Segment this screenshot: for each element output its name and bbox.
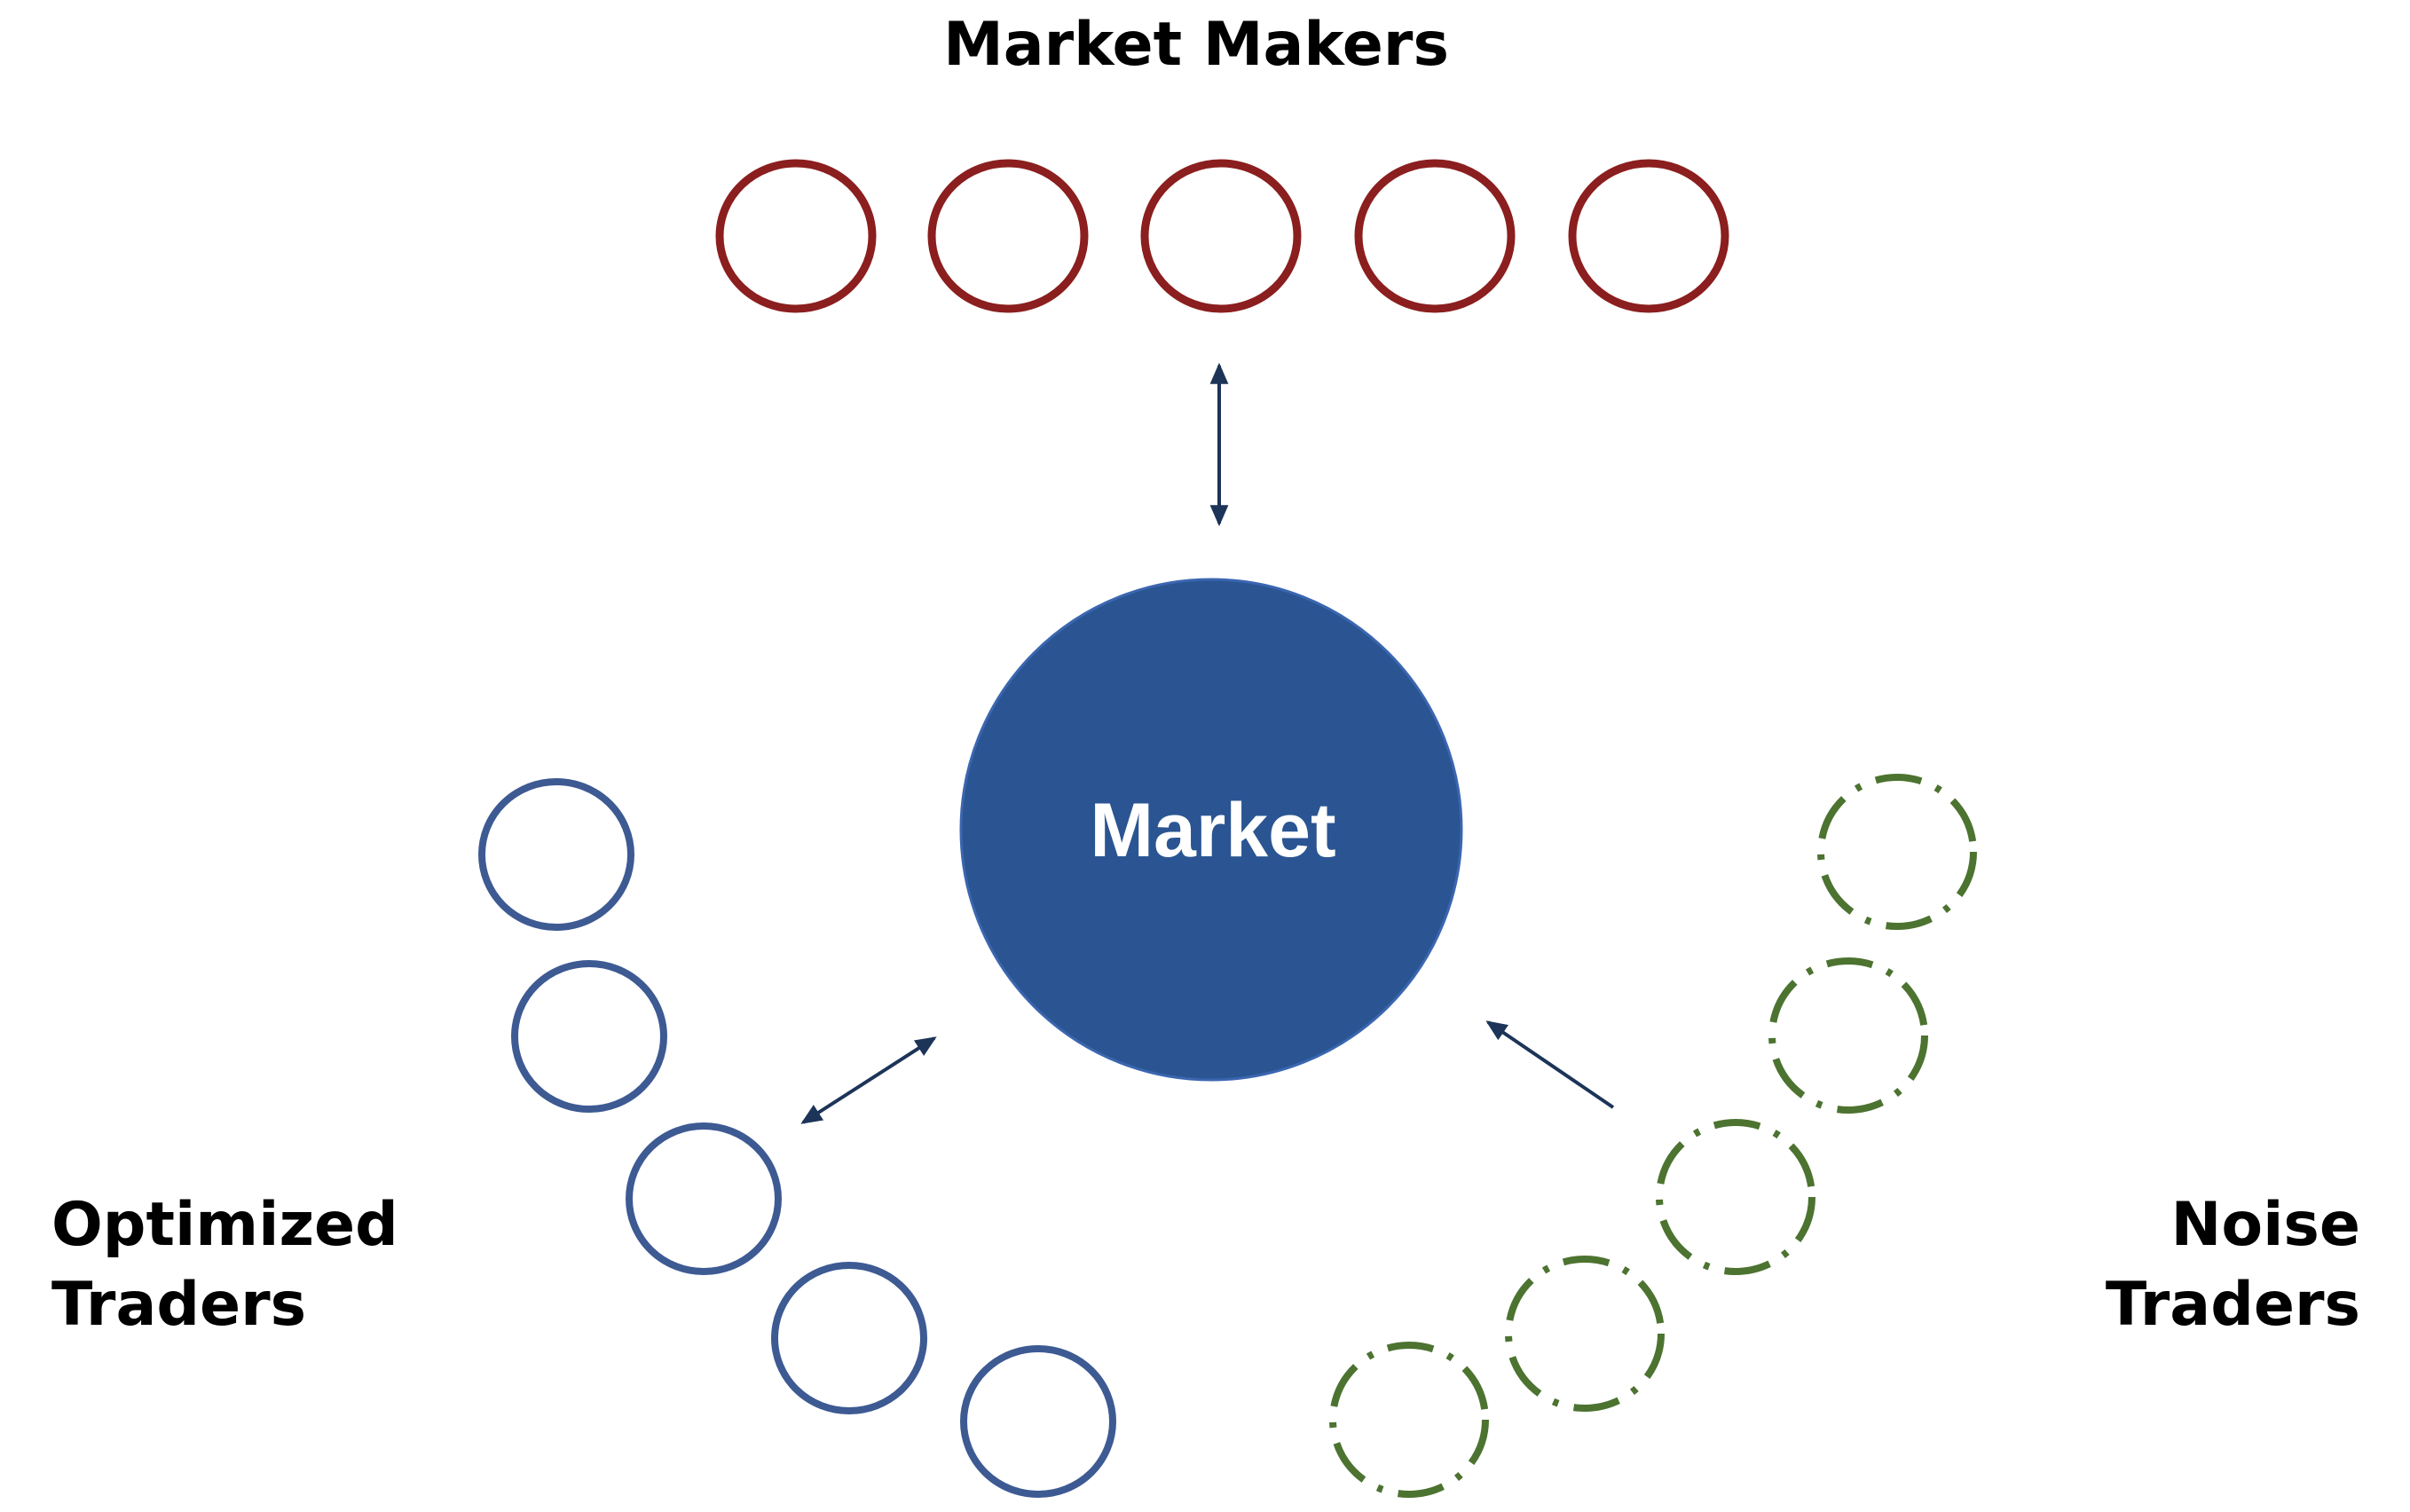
arrows [800,362,1615,1124]
market-node: Market [959,578,1463,1082]
noise-traders-label-line-1: Noise [2170,1190,2360,1260]
market-maker-node [715,159,877,313]
market-maker-node [1568,159,1729,313]
optimized-traders-label-line-2: Traders [51,1270,307,1340]
noise-traders-arrow [1485,1020,1615,1109]
market-maker-node [1354,159,1516,313]
market-makers-label-text: Market Makers [943,10,1449,80]
optimized-traders-label: Optimized Traders [51,1185,398,1345]
optimized-traders-label-line-1: Optimized [51,1190,398,1260]
market-maker-node [1140,159,1302,313]
noise-trader-node [1768,957,1928,1114]
optimized-trader-node [626,1122,782,1275]
optimized-traders-group [478,778,1116,1498]
noise-traders-label: Noise Traders [2106,1185,2360,1345]
noise-traders-label-line-2: Traders [2105,1270,2360,1340]
optimized-trader-node [771,1262,927,1414]
market-makers-group [715,159,1729,313]
noise-trader-node [1817,774,1977,930]
optimized-trader-node [478,778,634,931]
optimized-trader-node [511,960,667,1113]
optimized-traders-arrow [800,1036,937,1124]
noise-trader-node [1505,1256,1665,1412]
noise-trader-node [1329,1342,1489,1498]
market-label: Market [1090,788,1335,873]
noise-traders-group [1329,774,1977,1498]
optimized-trader-node [960,1345,1116,1498]
noise-trader-node [1656,1119,1815,1275]
market-maker-node [927,159,1089,313]
market-makers-label: Market Makers [0,5,2401,85]
